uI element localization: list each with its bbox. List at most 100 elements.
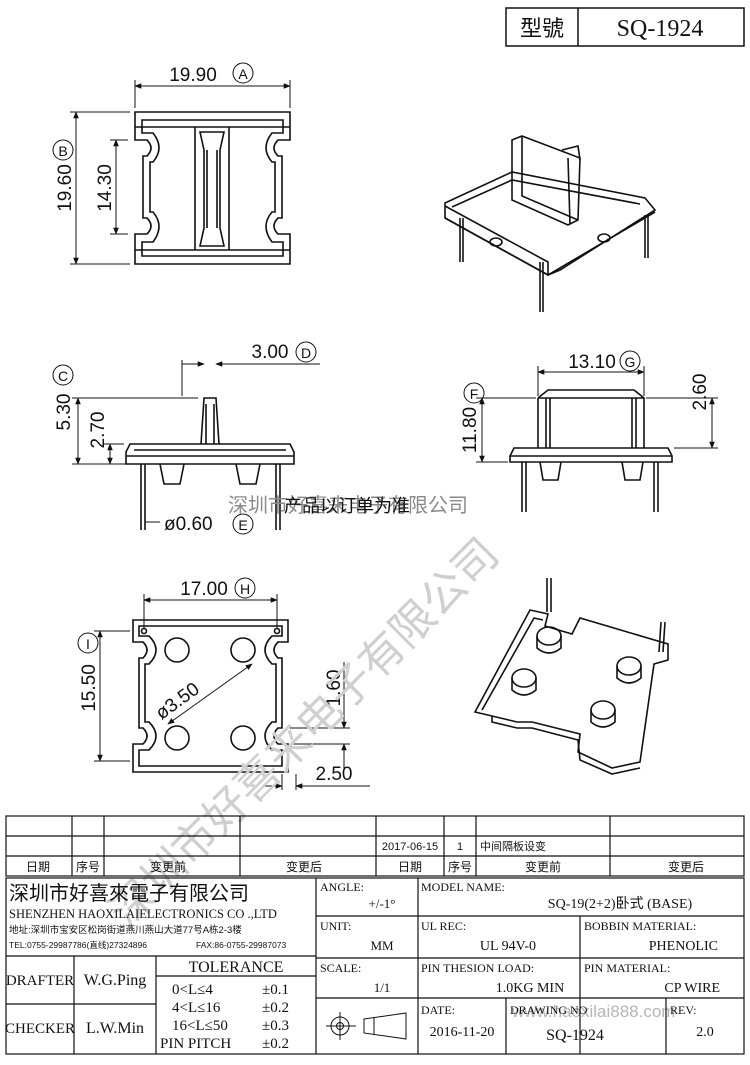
dim-edge: 2.50 [316, 764, 353, 785]
bottom-view [132, 619, 289, 773]
dim-pin-dia: ø0.60 [164, 514, 213, 535]
revision-date: 2017-06-15 [382, 841, 438, 853]
tag-b: B [58, 143, 67, 159]
model-name-value: SQ-19(2+2)卧式 (BASE) [548, 896, 693, 912]
tag-e: E [238, 517, 247, 533]
front-view-dims [476, 366, 718, 463]
rev-header-after-1: 变更后 [286, 859, 322, 874]
ul-label: UL REC: [421, 919, 466, 933]
dim-height-i: 15.50 [79, 664, 100, 712]
tag-c: C [58, 368, 68, 384]
projection-symbol-icon [326, 1012, 407, 1040]
tolerance-range-2: 4<L≤16 [172, 1000, 221, 1016]
title-block [5, 877, 745, 1055]
bobbin-value: PHENOLIC [649, 939, 718, 954]
date-value: 2016-11-20 [430, 1025, 495, 1040]
tag-a: A [238, 66, 248, 82]
watermark-website: www.haoxilai888.com [511, 1002, 675, 1021]
front-view [509, 389, 673, 512]
rev-header-date-2: 日期 [398, 860, 422, 874]
tolerance-range-3: 16<L≤50 [172, 1018, 228, 1034]
drawing-no-label: DRAWING NO [510, 1003, 588, 1017]
date-label: DATE: [421, 1003, 455, 1017]
rev-header-before-2: 变更前 [525, 859, 561, 874]
revision-no: 1 [457, 841, 463, 853]
tolerance-title: TOLERANCE [189, 959, 284, 976]
drafter-value: W.G.Ping [84, 972, 147, 989]
tag-i-circle [77, 632, 99, 654]
tag-d: D [301, 345, 311, 361]
dim-height-b: 19.60 [55, 164, 76, 212]
rev-header-before-1: 变更前 [150, 859, 186, 874]
tolerance-range-4: PIN PITCH [160, 1036, 231, 1052]
iso-view-bottom [473, 578, 669, 775]
rev-value: 2.0 [696, 1025, 714, 1040]
rev-header-no-2: 序号 [448, 859, 472, 874]
tolerance-value-2: ±0.2 [262, 1000, 289, 1016]
tag-c-circle [52, 364, 74, 386]
angle-label: ANGLE: [320, 880, 364, 894]
dim-flange: 2.70 [88, 412, 109, 449]
side-view-dims [72, 360, 320, 523]
checker-value: L.W.Min [86, 1020, 144, 1037]
dim-width-a: 19.90 [169, 65, 217, 86]
pin-load-value: 1.0KG MIN [496, 981, 564, 996]
tag-g: G [625, 354, 636, 370]
tag-h: H [240, 581, 250, 597]
top-view-dims [70, 80, 291, 265]
drawing-no-value: SQ-1924 [546, 1027, 604, 1044]
checker-label: CHECKER [5, 1021, 75, 1037]
ul-value: UL 94V-0 [480, 939, 536, 954]
angle-value: +/-1° [369, 896, 396, 911]
company-tel: TEL:0755-29987786(直线)27324896 [9, 940, 147, 950]
watermark-note: 产品以订单为准 [284, 496, 410, 516]
watermark-overlay: 深圳市好喜来电子有限公司 [228, 494, 468, 517]
dim-height-f: 11.80 [460, 407, 481, 453]
side-view [125, 397, 295, 530]
dim-height-c: 5.30 [54, 394, 75, 431]
tag-h-circle [234, 577, 256, 599]
dim-width-h: 17.00 [180, 579, 228, 600]
company-name-cn: 深圳市好喜來電子有限公司 [9, 882, 249, 905]
tag-a-circle [232, 62, 254, 84]
pin-material-value: CP WIRE [664, 981, 720, 996]
rev-label: REV: [670, 1003, 696, 1017]
tag-f-circle [463, 382, 485, 404]
model-header-label: 型號 [520, 16, 564, 41]
tag-d-circle [295, 341, 317, 363]
top-view [134, 111, 291, 265]
dim-rail: 2.60 [690, 374, 711, 411]
tolerance-value-1: ±0.1 [262, 982, 289, 998]
unit-label: UNIT: [320, 919, 351, 933]
company-fax: FAX:86-0755-29987073 [196, 940, 287, 950]
bobbin-label: BOBBIN MATERIAL: [584, 919, 696, 933]
tolerance-value-3: ±0.3 [262, 1018, 289, 1034]
scale-label: SCALE: [320, 961, 361, 975]
rev-header-after-2: 变更后 [668, 859, 704, 874]
tag-f: F [470, 386, 479, 402]
tolerance-range-1: 0<L≤4 [172, 982, 213, 998]
rev-header-date-1: 日期 [26, 860, 50, 874]
tag-g-circle [619, 350, 641, 372]
revision-table [5, 815, 745, 877]
dim-inner-height: 14.30 [95, 164, 116, 212]
model-name-label: MODEL NAME: [421, 880, 505, 894]
rev-header-no-1: 序号 [76, 859, 100, 874]
pin-material-label: PIN MATERIAL: [584, 961, 670, 975]
tag-i: I [86, 636, 90, 652]
drafter-label: DRAFTER [6, 973, 74, 989]
dim-width-g: 13.10 [568, 352, 616, 373]
model-header: 型號 SQ-1924 [505, 7, 745, 47]
tag-b-circle [52, 139, 74, 161]
company-address: 地址:深圳市宝安区松岗街道燕川燕山大道77号A栋2-3楼 [9, 924, 242, 936]
pin-load-label: PIN THESION LOAD: [421, 961, 534, 975]
iso-view-top [444, 135, 657, 312]
bottom-view-dims [94, 594, 370, 790]
dim-pin-d: 3.00 [252, 342, 289, 363]
tolerance-value-4: ±0.2 [262, 1036, 289, 1052]
unit-value: MM [370, 938, 394, 953]
tag-e-circle [232, 513, 254, 535]
model-header-value: SQ-1924 [617, 16, 704, 42]
company-name-en: SHENZHEN HAOXILAIELECTRONICS CO .,LTD [9, 907, 277, 921]
